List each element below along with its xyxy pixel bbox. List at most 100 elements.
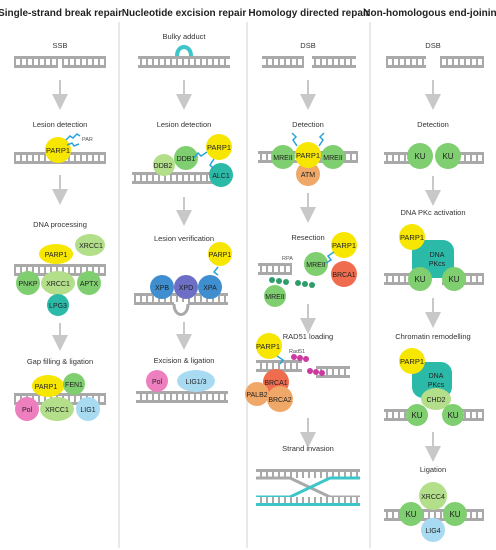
dna-rungs (386, 59, 426, 65)
step-label: DSB (425, 41, 440, 50)
rad51-beads (291, 354, 325, 376)
protein-label: XRCC1 (46, 281, 70, 288)
dna-strand (14, 393, 106, 396)
dna-rungs (256, 363, 302, 369)
step-label: Detection (417, 120, 449, 129)
step-label: DSB (300, 41, 315, 50)
parp1-protein (206, 134, 232, 160)
mreii-protein (271, 145, 295, 169)
protein-label: PARP1 (45, 252, 68, 259)
dna-rungs (440, 155, 484, 161)
rpa-label: RPA (282, 256, 293, 262)
parp1-protein (295, 142, 321, 168)
protein-label: KU (442, 152, 453, 161)
step-label: Lesion verification (154, 234, 214, 243)
protein-label: LIG1 (80, 407, 95, 414)
dna-rungs (384, 412, 424, 418)
xpa-protein (198, 275, 222, 299)
protein-label: PARP1 (332, 241, 356, 250)
dna-strand (316, 375, 350, 378)
protein-label: XRCC1 (79, 243, 103, 250)
dna-strand (440, 56, 484, 59)
ku-protein (407, 143, 433, 169)
protein-label: PARP1 (400, 233, 424, 242)
dna-strand (384, 273, 426, 276)
dna-rungs (316, 369, 350, 375)
dna-rungs (440, 59, 484, 65)
ssbr-column: SSB Lesion detection PARP1 PAR DNA proce… (14, 41, 106, 421)
ku-protein (406, 404, 428, 426)
par-chain-icon (276, 355, 285, 365)
xpd-protein (174, 275, 198, 299)
pol-protein (146, 370, 168, 392)
ddb1-protein (174, 146, 198, 170)
protein-label: PKcs (428, 382, 445, 389)
mreii-protein (264, 285, 286, 307)
lig4-protein (421, 518, 445, 542)
dna-strand (386, 56, 426, 59)
mreii-protein (304, 252, 328, 276)
step-label: RAD51 loading (283, 332, 333, 341)
dna-strand (384, 282, 426, 285)
protein-label: ALC1 (212, 173, 230, 180)
step-label: Chromatin remodelling (395, 332, 470, 341)
dna-strand (62, 65, 106, 68)
protein-label: XRCC4 (421, 494, 445, 501)
step-label: Lesion detection (33, 120, 88, 129)
protein-label: PARP1 (35, 384, 58, 391)
protein-label: BRCA1 (332, 272, 355, 279)
ddb2-protein (153, 154, 175, 176)
lpg3-protein (47, 294, 69, 316)
dna-strand (386, 65, 426, 68)
protein-label: PKcs (429, 261, 446, 268)
protein-label: KU (449, 510, 460, 519)
step-label: DNA PKc activation (400, 208, 465, 217)
protein-label: PARP1 (207, 143, 231, 152)
hdr-column: DSB Detection MREII MREII ATM PARP1 Rese… (245, 41, 360, 506)
protein-label: XRCC1 (45, 407, 69, 414)
alc1-protein (209, 163, 233, 187)
step-label: Excision & ligation (154, 356, 215, 365)
protein-label: APTX (80, 281, 99, 288)
dna-excision-loop (172, 303, 190, 316)
protein-label: DNA (429, 373, 444, 380)
par-label: PAR (82, 137, 93, 143)
ku-protein (442, 404, 464, 426)
column-title-nhej: Non-homologous end-joining (363, 8, 496, 19)
aptx-protein (77, 271, 101, 295)
protein-label: KU (414, 152, 425, 161)
protein-label: PARP1 (296, 151, 320, 160)
dna-strand (138, 56, 230, 59)
dna-strand (446, 409, 484, 412)
parp1-protein (45, 137, 71, 163)
dna-rungs (136, 394, 228, 400)
parp1-protein (256, 333, 282, 359)
dna-strand (14, 56, 106, 59)
dna-strand (446, 418, 484, 421)
dna-rungs (312, 59, 356, 65)
column-title-ssbr: Single-strand break repair (0, 8, 122, 19)
xrcc4-protein (419, 482, 447, 510)
ku-protein (443, 502, 467, 526)
step-label: Detection (292, 120, 324, 129)
brca1-protein (331, 261, 357, 287)
parp1-protein (39, 244, 73, 264)
dna-strand (440, 152, 484, 155)
step-label: DNA processing (33, 220, 87, 229)
protein-label: KU (447, 411, 458, 420)
nhej-column: DSB Detection KU KU DNA PKc activation D… (384, 41, 484, 542)
step-label: Bulky adduct (163, 32, 207, 41)
dna-strand (258, 263, 292, 266)
dna-strand (136, 400, 228, 403)
dna-rungs (258, 266, 292, 272)
parp1-protein (32, 375, 64, 397)
dna-strand (262, 65, 304, 68)
xrcc1-protein (40, 397, 74, 421)
dna-strand (256, 360, 302, 363)
chd2-protein (421, 388, 451, 410)
fen1-protein (63, 373, 85, 395)
parp1-protein (208, 242, 232, 266)
dna-strand (258, 272, 292, 275)
dna-strand (14, 264, 106, 267)
dna-strand (312, 56, 356, 59)
